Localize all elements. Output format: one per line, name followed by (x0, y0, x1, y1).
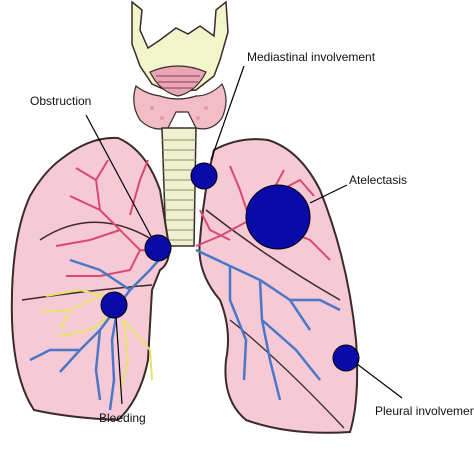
label-bleeding: Bleeding (99, 411, 146, 425)
label-pleural-involvement: Pleural involvement (375, 404, 474, 418)
label-obstruction: Obstruction (30, 94, 92, 108)
marker-bleeding (100, 291, 128, 319)
leader-pleural (356, 363, 403, 399)
leader-bleeding (115, 315, 123, 405)
marker-pleural (332, 344, 360, 372)
label-atelectasis: Atelectasis (349, 173, 408, 187)
marker-atelectasis (245, 184, 311, 250)
larynx (131, 0, 229, 97)
marker-mediastinal (190, 162, 218, 190)
leader-lines (85, 65, 403, 405)
leader-obstruction (85, 114, 154, 241)
thyroid (133, 82, 227, 130)
right-lung (10, 136, 170, 422)
left-lung (198, 138, 359, 434)
leader-mediastinal (210, 65, 245, 161)
marker-obstruction (144, 234, 172, 262)
trachea (161, 127, 197, 247)
label-mediastinal-involvement: Mediastinal involvement (247, 50, 376, 64)
leader-atelectasis (309, 184, 348, 204)
